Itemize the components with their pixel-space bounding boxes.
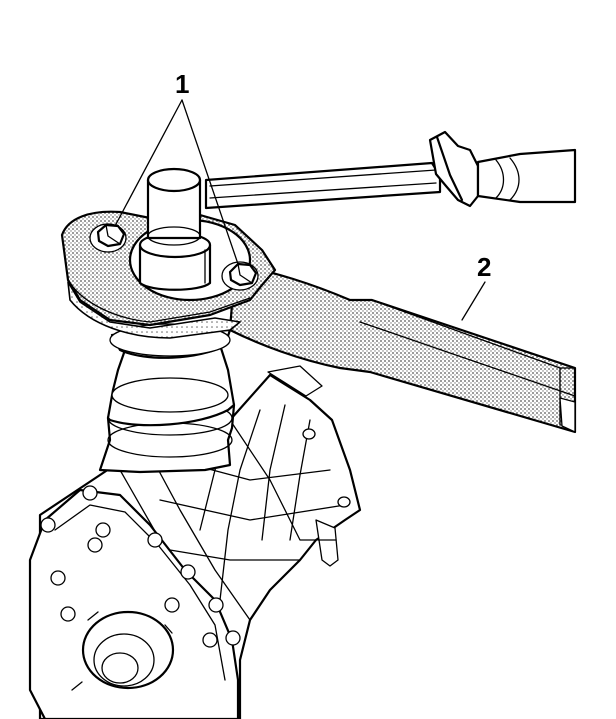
- callout-2: 2: [461, 252, 491, 321]
- differential-housing-icon: [28, 365, 362, 719]
- wrench-bolt-left: [96, 223, 126, 248]
- torque-wrench-icon: [204, 130, 577, 210]
- callout-label-2: 2: [477, 252, 491, 282]
- callout-1: 1: [114, 69, 239, 265]
- callout-label-1: 1: [175, 69, 189, 99]
- pinion-shaft: [138, 167, 212, 291]
- wrench-bolt-right: [228, 262, 258, 287]
- pinion-flange-icon: [98, 323, 236, 474]
- cover-bolts: [40, 485, 241, 648]
